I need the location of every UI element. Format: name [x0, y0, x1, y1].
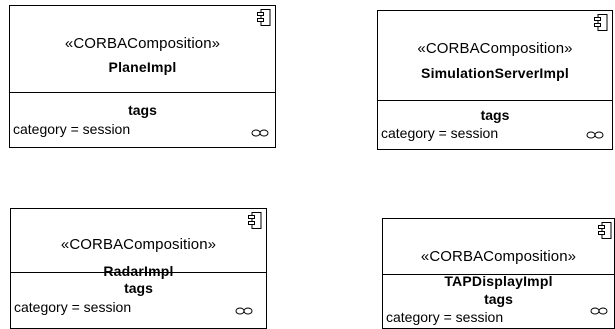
component-icon: [598, 222, 612, 239]
component-name: TAPDisplayImpl: [444, 273, 553, 289]
component-icon: [594, 14, 608, 31]
component-simulationserverimpl[interactable]: «CORBAComposition» SimulationServerImpl …: [377, 10, 613, 150]
tag-value: category = session: [386, 309, 504, 325]
component-header: «CORBAComposition» TAPDisplayImpl: [383, 219, 614, 289]
component-icon: [248, 212, 262, 229]
component-name: SimulationServerImpl: [421, 65, 569, 81]
component-icon: [257, 9, 271, 26]
component-name: PlaneImpl: [108, 59, 177, 75]
link-icon: [251, 129, 269, 137]
link-icon: [586, 131, 604, 139]
tags-title: tags: [484, 291, 513, 307]
tags-title: tags: [124, 280, 153, 296]
component-header: «CORBAComposition» PlaneImpl: [10, 6, 275, 93]
component-header: «CORBAComposition» SimulationServerImpl: [378, 11, 612, 101]
stereotype-label: «CORBAComposition»: [420, 248, 577, 265]
component-radarimpl[interactable]: «CORBAComposition» RadarImpl tags catego…: [10, 208, 267, 329]
component-name: RadarImpl: [103, 263, 174, 279]
component-planeimpl[interactable]: «CORBAComposition» PlaneImpl tags catego…: [9, 5, 276, 148]
stereotype-label: «CORBAComposition»: [417, 40, 573, 57]
component-header: «CORBAComposition» RadarImpl: [11, 209, 266, 279]
tags-title: tags: [128, 102, 157, 118]
stereotype-label: «CORBAComposition»: [64, 35, 221, 52]
link-icon: [235, 307, 253, 315]
tag-value: category = session: [14, 299, 132, 315]
stereotype-label: «CORBAComposition»: [60, 236, 217, 253]
tag-value: category = session: [381, 125, 499, 141]
link-icon: [590, 307, 608, 315]
tag-value: category = session: [13, 121, 131, 137]
component-tapdisplayimpl[interactable]: «CORBAComposition» TAPDisplayImpl tags c…: [382, 218, 615, 329]
tags-title: tags: [480, 107, 510, 123]
